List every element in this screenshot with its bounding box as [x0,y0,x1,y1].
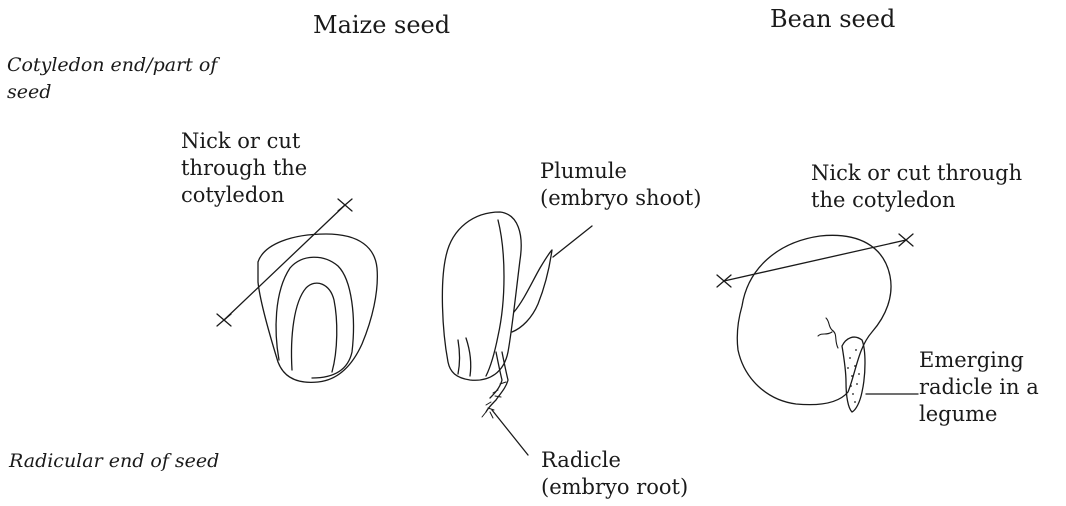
emerging-radicle-label-line3: legume [919,401,1039,428]
maize-nick-label: Nick or cut through the cotyledon [181,128,307,209]
maize-embryo-outer [276,257,353,378]
radicular-end-label: Radicular end of seed [9,448,219,475]
bean-nick-x-mark-left [717,275,731,287]
plumule-label: Plumule (embryo shoot) [540,158,701,212]
maize-side-seam-2 [466,338,471,376]
emerging-radicle-label: Emerging radicle in a legume [919,347,1039,428]
maize-kernel-outline [258,234,377,382]
bean-hilum-squiggle [818,318,838,348]
maize-side-seam-3 [458,340,460,374]
maize-nick-x-mark-bottom [217,314,231,326]
maize-nick-label-line2: through the [181,155,307,182]
cotyledon-end-label: Cotyledon end/part of seed [7,52,217,106]
maize-seed-front [217,199,377,382]
plumule-label-line1: Plumule [540,158,701,185]
cotyledon-end-label-line2: seed [7,79,217,106]
maize-side-kernel [442,212,521,380]
maize-embryo-inner [292,283,337,372]
maize-nick-label-line1: Nick or cut [181,128,307,155]
maize-nick-x-mark-top [338,199,352,211]
bean-nick-line [724,240,906,281]
radicle-pointer [492,410,528,455]
maize-seed-title: Maize seed [313,10,450,40]
radicle-label-line2: (embryo root) [541,474,688,501]
bean-nick-label-line1: Nick or cut through [811,160,1022,187]
radicle-label: Radicle (embryo root) [541,447,688,501]
maize-nick-label-line3: cotyledon [181,182,307,209]
plumule-label-line2: (embryo shoot) [540,185,701,212]
bean-nick-label-line2: the cotyledon [811,187,1022,214]
maize-side-seam [486,220,504,376]
bean-nick-label: Nick or cut through the cotyledon [811,160,1022,214]
maize-plumule [512,250,552,332]
emerging-radicle-label-line1: Emerging [919,347,1039,374]
radicle-label-line1: Radicle [541,447,688,474]
bean-seed-title: Bean seed [770,4,895,34]
emerging-radicle-label-line2: radicle in a [919,374,1039,401]
bean-seed [717,234,918,412]
maize-nick-line [224,205,345,320]
bean-nick-x-mark-right [899,234,913,246]
maize-seed-side [442,212,592,455]
cotyledon-end-label-line1: Cotyledon end/part of [7,52,217,79]
plumule-pointer [553,226,592,257]
